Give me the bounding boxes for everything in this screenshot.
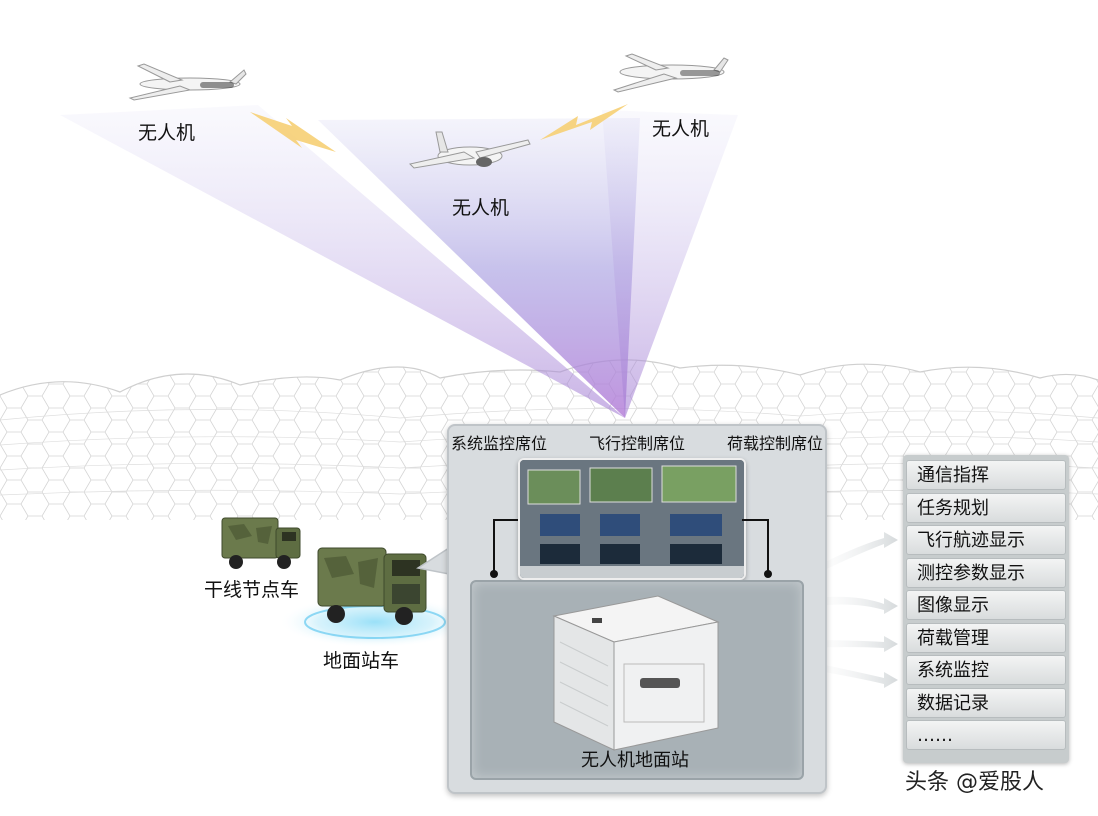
- uav-icon: [128, 63, 247, 101]
- seat-label-system-monitor: 系统监控席位: [451, 434, 548, 453]
- lightning-icon: [540, 104, 628, 140]
- ground-station-vehicle-icon: [317, 547, 427, 625]
- function-item-tt-params: 测控参数显示: [906, 557, 1066, 588]
- function-list: 通信指挥 任务规划 飞行航迹显示 测控参数显示 图像显示 荷载管理 系统监控 数…: [903, 455, 1069, 763]
- function-item-more: ……: [906, 720, 1066, 750]
- trunk-node-vehicle-label: 干线节点车: [204, 579, 300, 601]
- uav-icon: [612, 53, 729, 93]
- ground-station-vehicle-label: 地面站车: [323, 650, 400, 672]
- console-image: [518, 458, 746, 580]
- datalink-lightning: [250, 104, 628, 152]
- lightning-icon: [250, 112, 336, 152]
- function-item-image-display: 图像显示: [906, 590, 1066, 620]
- function-item-flight-track: 飞行航迹显示: [906, 525, 1066, 555]
- seat-label-flight-control: 飞行控制席位: [588, 434, 685, 453]
- ground-station-label: 无人机地面站: [581, 750, 689, 771]
- function-item-payload-mgmt: 荷载管理: [906, 622, 1066, 653]
- function-item-data-record: 数据记录: [906, 687, 1066, 718]
- ground-station-box: [470, 580, 804, 780]
- function-item-system-monitor: 系统监控: [906, 655, 1066, 685]
- uav-label: 无人机: [652, 118, 710, 140]
- uav-label: 无人机: [452, 197, 510, 219]
- ground-station-unit-icon: [552, 595, 720, 751]
- signal-beams: [60, 105, 738, 418]
- seat-labels: 系统监控席位 飞行控制席位 荷载控制席位: [451, 430, 823, 454]
- function-item-comm-command: 通信指挥: [906, 460, 1066, 490]
- console-screens: [520, 460, 744, 578]
- watermark: 头条 @爱股人: [905, 770, 1044, 795]
- function-item-mission-planning: 任务规划: [906, 492, 1066, 523]
- seat-label-payload-control: 荷载控制席位: [726, 434, 823, 453]
- uav-icon: [409, 131, 531, 169]
- uav-label: 无人机: [138, 122, 196, 144]
- trunk-node-vehicle-icon: [221, 517, 301, 569]
